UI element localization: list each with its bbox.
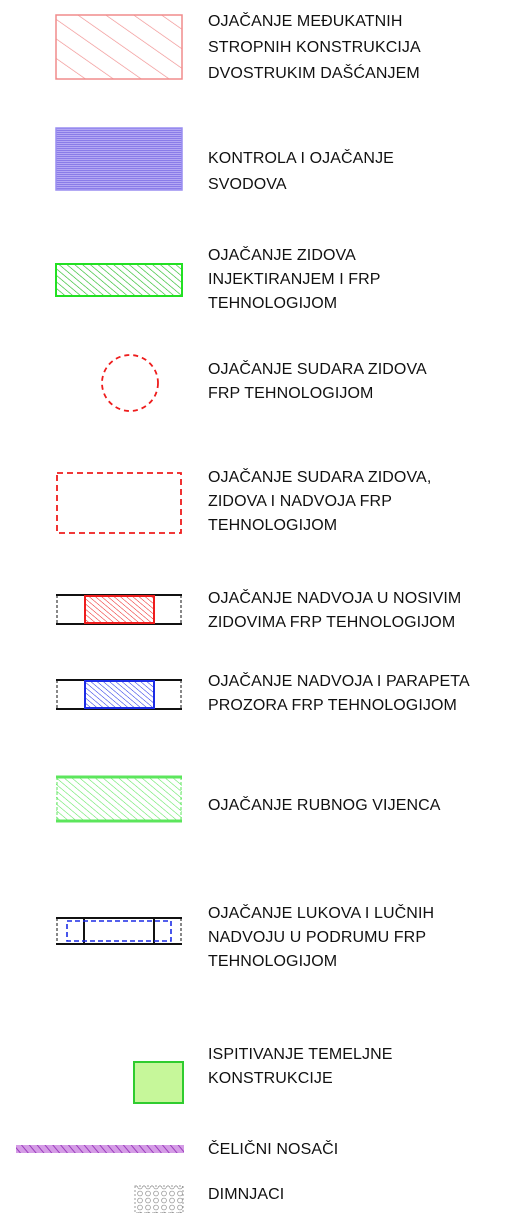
- vault-control-symbol: [55, 127, 183, 191]
- wall-junction-rect-symbol: [56, 472, 182, 534]
- lintel-parapet-label: OJAČANJE NADVOJA I PARAPETA PROZORA FRP …: [208, 673, 470, 714]
- wall-injection-label: OJAČANJE ZIDOVA INJEKTIRANJEM I FRP TEHN…: [208, 247, 381, 312]
- ring-beam-label: OJAČANJE RUBNOG VIJENCA: [208, 797, 441, 814]
- wall-junction-circle-label: OJAČANJE SUDARA ZIDOVA FRP TEHNOLOGIJOM: [208, 361, 427, 402]
- lintel-bearing-walls-label: OJAČANJE NADVOJA U NOSIVIM ZIDOVIMA FRP …: [208, 590, 462, 631]
- lintel-bearing-walls-symbol: [56, 594, 182, 625]
- floor-strengthening-label: OJAČANJE MEĐUKATNIH STROPNIH KONSTRUKCIJ…: [208, 13, 421, 82]
- arches-basement-label: OJAČANJE LUKOVA I LUČNIH NADVOJU U PODRU…: [208, 905, 435, 970]
- chimneys-label: DIMNJACI: [208, 1186, 285, 1203]
- steel-beams-symbol: [16, 1145, 184, 1153]
- wall-junction-rect-label: OJAČANJE SUDARA ZIDOVA, ZIDOVA I NADVOJA…: [208, 469, 432, 534]
- lintel-parapet-symbol: [56, 679, 182, 710]
- floor-strengthening-symbol: [55, 14, 183, 80]
- foundation-testing-label: ISPITIVANJE TEMELJNE KONSTRUKCIJE: [208, 1046, 393, 1087]
- vault-control-label: KONTROLA I OJAČANJE SVODOVA: [208, 150, 394, 193]
- ring-beam-symbol: [56, 775, 182, 823]
- wall-injection-symbol: [55, 263, 183, 297]
- steel-beams-label: ČELIČNI NOSAČI: [208, 1141, 339, 1158]
- foundation-testing-symbol: [133, 1061, 184, 1104]
- wall-junction-circle-symbol: [101, 354, 159, 412]
- chimneys-symbol: [134, 1185, 184, 1213]
- arches-basement-symbol: [56, 917, 182, 945]
